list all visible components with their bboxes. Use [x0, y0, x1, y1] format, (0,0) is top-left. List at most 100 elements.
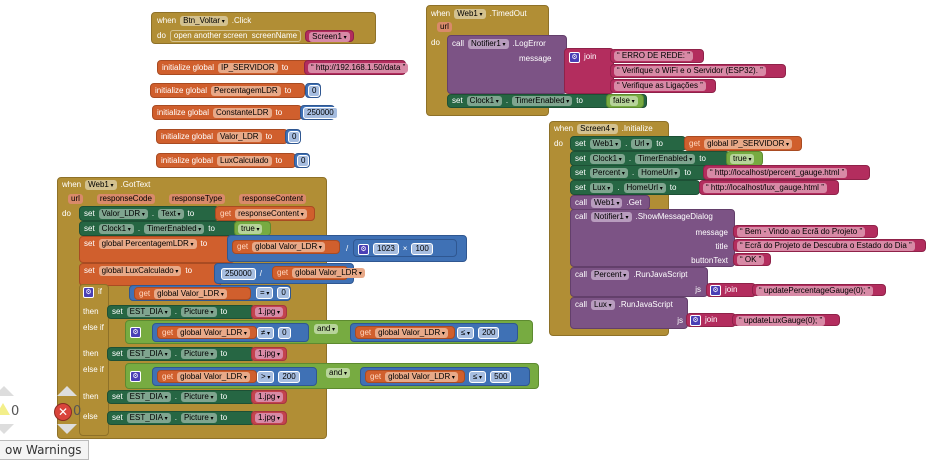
- gear-icon[interactable]: ⚙: [130, 326, 141, 338]
- screen-name-dropdown[interactable]: Screen1: [305, 30, 354, 42]
- and-dropdown[interactable]: and: [314, 324, 339, 334]
- ip-servidor-value[interactable]: http://192.168.1.50/data: [304, 60, 409, 75]
- var-dropdown[interactable]: global Valor_LDR: [177, 372, 250, 382]
- gear-icon[interactable]: ⚙: [358, 243, 369, 255]
- number-value[interactable]: 0: [278, 327, 291, 339]
- operator-dropdown[interactable]: ≤: [457, 327, 475, 339]
- property-dropdown[interactable]: Text: [158, 209, 184, 219]
- var-dropdown[interactable]: global Valor_LDR: [292, 268, 365, 278]
- error-prev-arrow[interactable]: [57, 386, 77, 396]
- property-dropdown[interactable]: HomeUrl: [623, 183, 666, 193]
- property-dropdown[interactable]: TimerEnabled: [144, 224, 205, 234]
- number-value[interactable]: 250000: [303, 107, 338, 119]
- number-value[interactable]: 0: [297, 155, 310, 167]
- text-value[interactable]: OK: [737, 255, 765, 265]
- var-name[interactable]: PercentagemLDR: [211, 86, 281, 96]
- var-name[interactable]: Valor_LDR: [217, 132, 262, 142]
- component-dropdown[interactable]: Clock1: [466, 96, 502, 106]
- var-name[interactable]: ConstanteLDR: [213, 108, 272, 118]
- var-dropdown[interactable]: global Valor_LDR: [252, 242, 325, 252]
- show-warnings-button[interactable]: ow Warnings: [0, 440, 89, 460]
- buttontext-string[interactable]: OK: [733, 253, 771, 266]
- operator-dropdown[interactable]: =: [256, 287, 274, 299]
- var-dropdown[interactable]: global PercentagemLDR: [98, 239, 197, 249]
- component-dropdown[interactable]: EST_DIA: [126, 349, 171, 359]
- text-value[interactable]: http://localhost/lux_gauge.html: [703, 183, 827, 193]
- number-value[interactable]: 0: [288, 131, 301, 143]
- component-dropdown[interactable]: Clock1: [589, 154, 625, 164]
- component-dropdown[interactable]: EST_DIA: [126, 413, 171, 423]
- component-dropdown[interactable]: Web1: [85, 180, 117, 190]
- true-block[interactable]: true: [726, 151, 763, 166]
- text-value[interactable]: updatePercentageGauge(0);: [756, 286, 874, 296]
- picture-dropdown[interactable]: 1.jpg: [255, 307, 284, 317]
- component-dropdown[interactable]: Btn_Voltar: [180, 16, 228, 26]
- component-dropdown[interactable]: Web1: [591, 198, 623, 208]
- and-dropdown[interactable]: and: [326, 368, 351, 378]
- component-dropdown[interactable]: Valor_LDR: [98, 209, 148, 219]
- property-dropdown[interactable]: Url: [631, 139, 653, 149]
- component-dropdown[interactable]: Screen4: [577, 124, 618, 134]
- var-dropdown[interactable]: global Valor_LDR: [154, 289, 227, 299]
- text-value[interactable]: http://localhost/percent_gauge.html: [707, 168, 848, 178]
- param-responsecode[interactable]: responseCode: [96, 194, 155, 204]
- text-value[interactable]: updateLuxGauge(0);: [736, 316, 826, 326]
- title-string[interactable]: Ecrã do Projeto de Descubra o Estado do …: [733, 239, 926, 252]
- operator-dropdown[interactable]: >: [257, 371, 275, 383]
- picture-dropdown[interactable]: 1.jpg: [255, 392, 284, 402]
- string-block[interactable]: Verifique o WiFi e o Servidor (ESP32).: [610, 64, 786, 78]
- number-value[interactable]: 100: [411, 243, 433, 255]
- text-value[interactable]: Verifique as Ligações: [614, 81, 706, 91]
- component-dropdown[interactable]: Web1: [589, 139, 622, 149]
- join-block[interactable]: ⚙join: [706, 283, 756, 297]
- gear-icon[interactable]: ⚙: [710, 284, 721, 296]
- open-another-screen-block[interactable]: open another screen screenName: [169, 30, 302, 42]
- number-value[interactable]: 200: [478, 327, 500, 339]
- multiply-block[interactable]: ⚙1023×100: [353, 239, 457, 257]
- component-dropdown[interactable]: EST_DIA: [126, 307, 171, 317]
- component-dropdown[interactable]: Notifier1: [591, 212, 632, 222]
- gear-icon[interactable]: ⚙: [690, 314, 701, 326]
- number-value[interactable]: 0: [308, 85, 321, 97]
- picture-value-block[interactable]: 1.jpg: [251, 305, 287, 319]
- boolean-dropdown[interactable]: true: [238, 224, 263, 234]
- join-block[interactable]: ⚙join: [686, 313, 736, 327]
- operator-dropdown[interactable]: ≠: [257, 327, 275, 339]
- boolean-dropdown[interactable]: false: [610, 96, 638, 106]
- var-dropdown[interactable]: global Valor_LDR: [375, 328, 448, 338]
- param-responsetype[interactable]: responseType: [168, 194, 226, 204]
- join-block[interactable]: ⚙join: [564, 48, 614, 94]
- picture-value-block[interactable]: 1.jpg: [251, 411, 287, 425]
- picture-value-block[interactable]: 1.jpg: [251, 390, 287, 404]
- property-dropdown[interactable]: Picture: [180, 349, 217, 359]
- js-string[interactable]: updatePercentageGauge(0);: [752, 284, 886, 296]
- property-dropdown[interactable]: TimerEnabled: [512, 96, 573, 106]
- component-dropdown[interactable]: Lux: [591, 300, 615, 310]
- property-dropdown[interactable]: Picture: [180, 307, 217, 317]
- picture-dropdown[interactable]: 1.jpg: [255, 413, 284, 423]
- picture-dropdown[interactable]: 1.jpg: [255, 349, 284, 359]
- param-url[interactable]: url: [68, 194, 83, 204]
- number-value[interactable]: 200: [278, 371, 300, 383]
